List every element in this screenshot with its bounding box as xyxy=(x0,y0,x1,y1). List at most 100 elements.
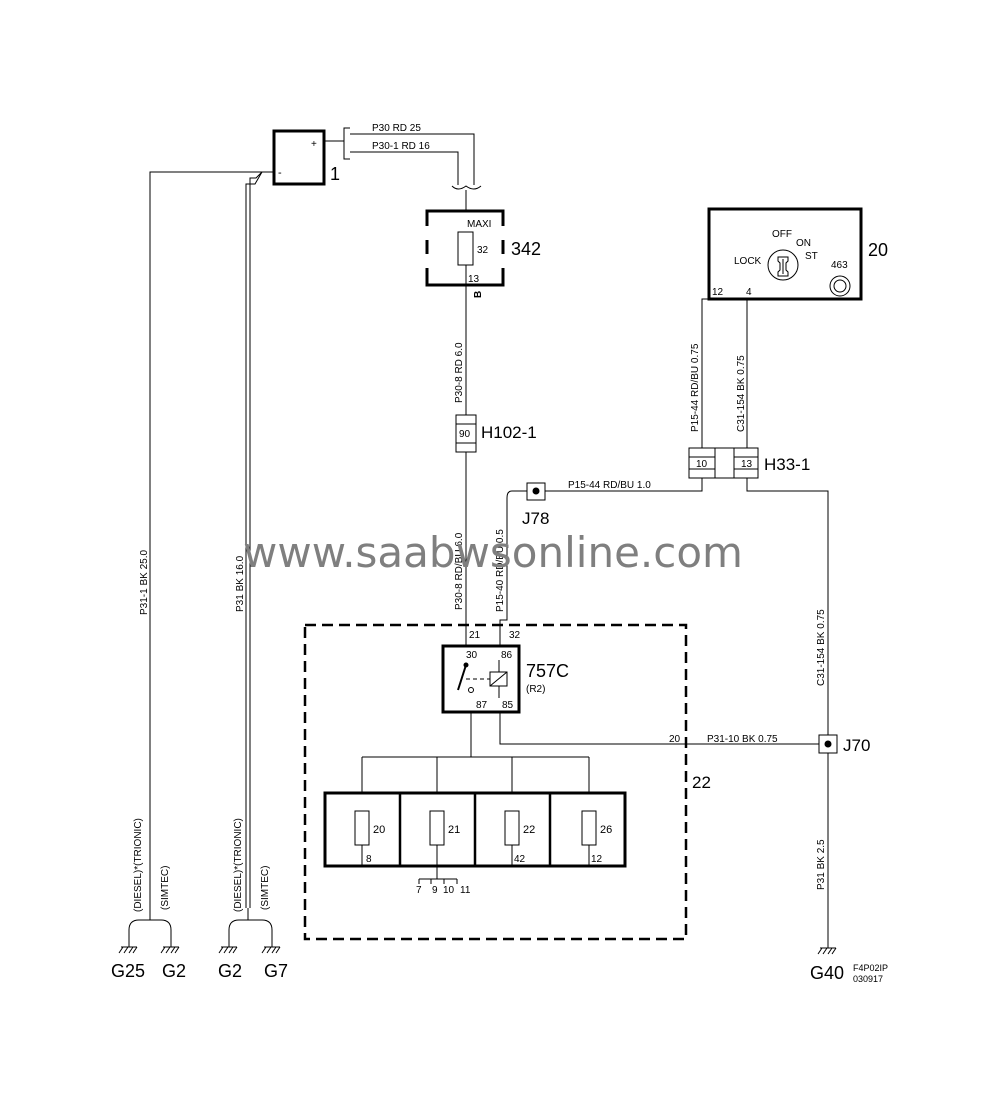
relay-pin-87: 87 xyxy=(476,700,488,711)
ground-fork-1: (DIESEL)*(TRIONIC) (SIMTEC) G25 G2 xyxy=(111,818,186,981)
ground2-simtec-label: (SIMTEC) xyxy=(260,866,271,910)
fuse-21: 21 xyxy=(429,810,460,879)
wire-p30-1: P30-1 RD 16 xyxy=(372,141,430,152)
h102-label: H102-1 xyxy=(481,423,537,442)
fuse-21-number: 21 xyxy=(448,824,460,836)
wire-p30-8-bottom-label: P30-8 RD/BU 6.0 xyxy=(454,532,465,610)
ground-symbol-icon xyxy=(817,947,837,955)
ign-on: ON xyxy=(796,238,811,249)
wire-c31-154-right-label: C31-154 BK 0.75 xyxy=(816,609,827,686)
wire-p15-44-horizontal: P15-44 RD/BU 1.0 xyxy=(545,478,703,492)
maxi-marker-b: B xyxy=(473,291,484,298)
h102-pin: 90 xyxy=(459,429,471,440)
fuse21-pin-9: 9 xyxy=(432,885,438,896)
ignition-wires: P15-44 RD/BU 0.75 C31-154 BK 0.75 xyxy=(690,298,748,448)
ign-pin-12: 12 xyxy=(712,287,724,298)
h33-label: H33-1 xyxy=(764,455,810,474)
wire-c31-154-top: C31-154 BK 0.75 xyxy=(736,355,747,432)
ground-g2-a: G2 xyxy=(162,961,186,981)
battery-plus: + xyxy=(311,139,317,150)
ignition-switch-id: 20 xyxy=(868,240,888,260)
fuse-26: 26 12 xyxy=(581,810,612,866)
fuse-element xyxy=(457,231,474,266)
wire-p31-1-label: P31-1 BK 25.0 xyxy=(139,550,150,615)
h33-pin-10: 10 xyxy=(696,459,708,470)
fuse-22-pin: 42 xyxy=(514,854,526,865)
fuse21-pin-11: 11 xyxy=(460,885,471,896)
ground-symbol-icon xyxy=(218,946,238,954)
ign-off: OFF xyxy=(772,229,792,240)
maxi-label: MAXI xyxy=(467,219,491,230)
h33-pin-13: 13 xyxy=(741,459,753,470)
fusebox-22: 21 32 22 20 xyxy=(303,623,711,941)
wire-p30: P30 RD 25 xyxy=(372,123,421,134)
ign-lock: LOCK xyxy=(734,256,762,267)
battery-box xyxy=(272,129,326,186)
fuse21-pin-10: 10 xyxy=(443,885,455,896)
relay-757c: 30 86 87 85 757C (R2) xyxy=(441,644,569,714)
wire-p31-right: P31 BK 2.5 xyxy=(816,753,829,948)
ign-code: 463 xyxy=(831,260,848,271)
relay-id: 757C xyxy=(526,661,569,681)
fuse-21-outputs: 7 9 10 11 xyxy=(416,878,471,896)
box22-pin-21: 21 xyxy=(469,630,481,641)
connector-h33-1: 10 13 H33-1 xyxy=(688,447,810,479)
relay-sub: (R2) xyxy=(526,684,545,695)
box22-id: 22 xyxy=(692,773,711,792)
wire-p15-44-vertical: P15-44 RD/BU 0.75 xyxy=(690,343,701,432)
battery: + - 1 xyxy=(272,129,340,186)
splice-j78: J78 xyxy=(522,482,549,528)
j78-label: J78 xyxy=(522,509,549,528)
footer-date: 030917 xyxy=(853,974,883,984)
fuse-20-pin: 8 xyxy=(366,854,372,865)
wire-p30-8-top-label: P30-8 RD 6.0 xyxy=(454,342,465,403)
connector-h102-1: 90 H102-1 xyxy=(455,414,537,453)
wire-p30-8: P30-8 RD 6.0 xyxy=(454,285,467,415)
maxi-pin-13: 13 xyxy=(468,274,480,285)
battery-ground-wires: P31-1 BK 25.0 P31 BK 16.0 xyxy=(139,171,274,908)
busbar xyxy=(361,756,590,793)
ground-g40-group: G40 F4P02IP 030917 xyxy=(810,947,888,984)
wire-p15-40: P15-40 RD/BU 0.5 xyxy=(495,490,527,628)
fuse-22: 22 42 xyxy=(504,810,535,866)
wire-p31-right-label: P31 BK 2.5 xyxy=(816,839,827,890)
ground-symbol-icon xyxy=(261,946,281,954)
wire-p31-10-label: P31-10 BK 0.75 xyxy=(707,734,778,745)
wire-c31-154-right: C31-154 BK 0.75 xyxy=(746,478,829,735)
maxi-fuse-number: 32 xyxy=(477,245,489,256)
fuse-26-pin: 12 xyxy=(591,854,603,865)
relay-pin-85: 85 xyxy=(502,700,514,711)
ground1-simtec-label: (SIMTEC) xyxy=(160,866,171,910)
fuse-20: 20 8 xyxy=(354,810,385,866)
ground-g40: G40 xyxy=(810,963,844,983)
ground-symbol-icon xyxy=(118,946,138,954)
ground-g7: G7 xyxy=(264,961,288,981)
ground-g2-b: G2 xyxy=(218,961,242,981)
ground-g25: G25 xyxy=(111,961,145,981)
maxi-fuse-342: MAXI 32 13 342 B xyxy=(424,209,541,298)
watermark: www.saabwsonline.com xyxy=(243,528,743,577)
wire-p15-40-label: P15-40 RD/BU 0.5 xyxy=(495,529,506,612)
box22-pin-32: 32 xyxy=(509,630,521,641)
box22-pin-20: 20 xyxy=(669,734,681,745)
ground2-diesel-label: (DIESEL)*(TRIONIC) xyxy=(233,818,244,912)
fuse21-pin-7: 7 xyxy=(416,885,422,896)
maxi-fuse-id: 342 xyxy=(511,239,541,259)
relay-pin-86: 86 xyxy=(501,650,513,661)
fuse-26-number: 26 xyxy=(600,824,612,836)
fuse-block: 20 8 21 22 42 26 12 xyxy=(323,791,627,879)
ground-fork-2: (DIESEL)*(TRIONIC) (SIMTEC) G2 G7 xyxy=(218,818,288,981)
fuse-22-number: 22 xyxy=(523,824,535,836)
ign-st: ST xyxy=(805,251,818,262)
battery-label: 1 xyxy=(330,164,340,184)
relay-pin-30: 30 xyxy=(466,650,478,661)
ign-pin-4: 4 xyxy=(746,287,752,298)
h33-box xyxy=(688,447,759,479)
wire-p31-left-label: P31 BK 16.0 xyxy=(235,555,246,612)
fusebox-22-outline xyxy=(303,623,688,941)
j70-label: J70 xyxy=(843,736,870,755)
fuse-20-number: 20 xyxy=(373,824,385,836)
ignition-switch: OFF ON ST LOCK 463 12 4 20 xyxy=(707,207,888,301)
ground1-diesel-label: (DIESEL)*(TRIONIC) xyxy=(133,818,144,912)
footer-ref: F4P02IP xyxy=(853,963,888,973)
